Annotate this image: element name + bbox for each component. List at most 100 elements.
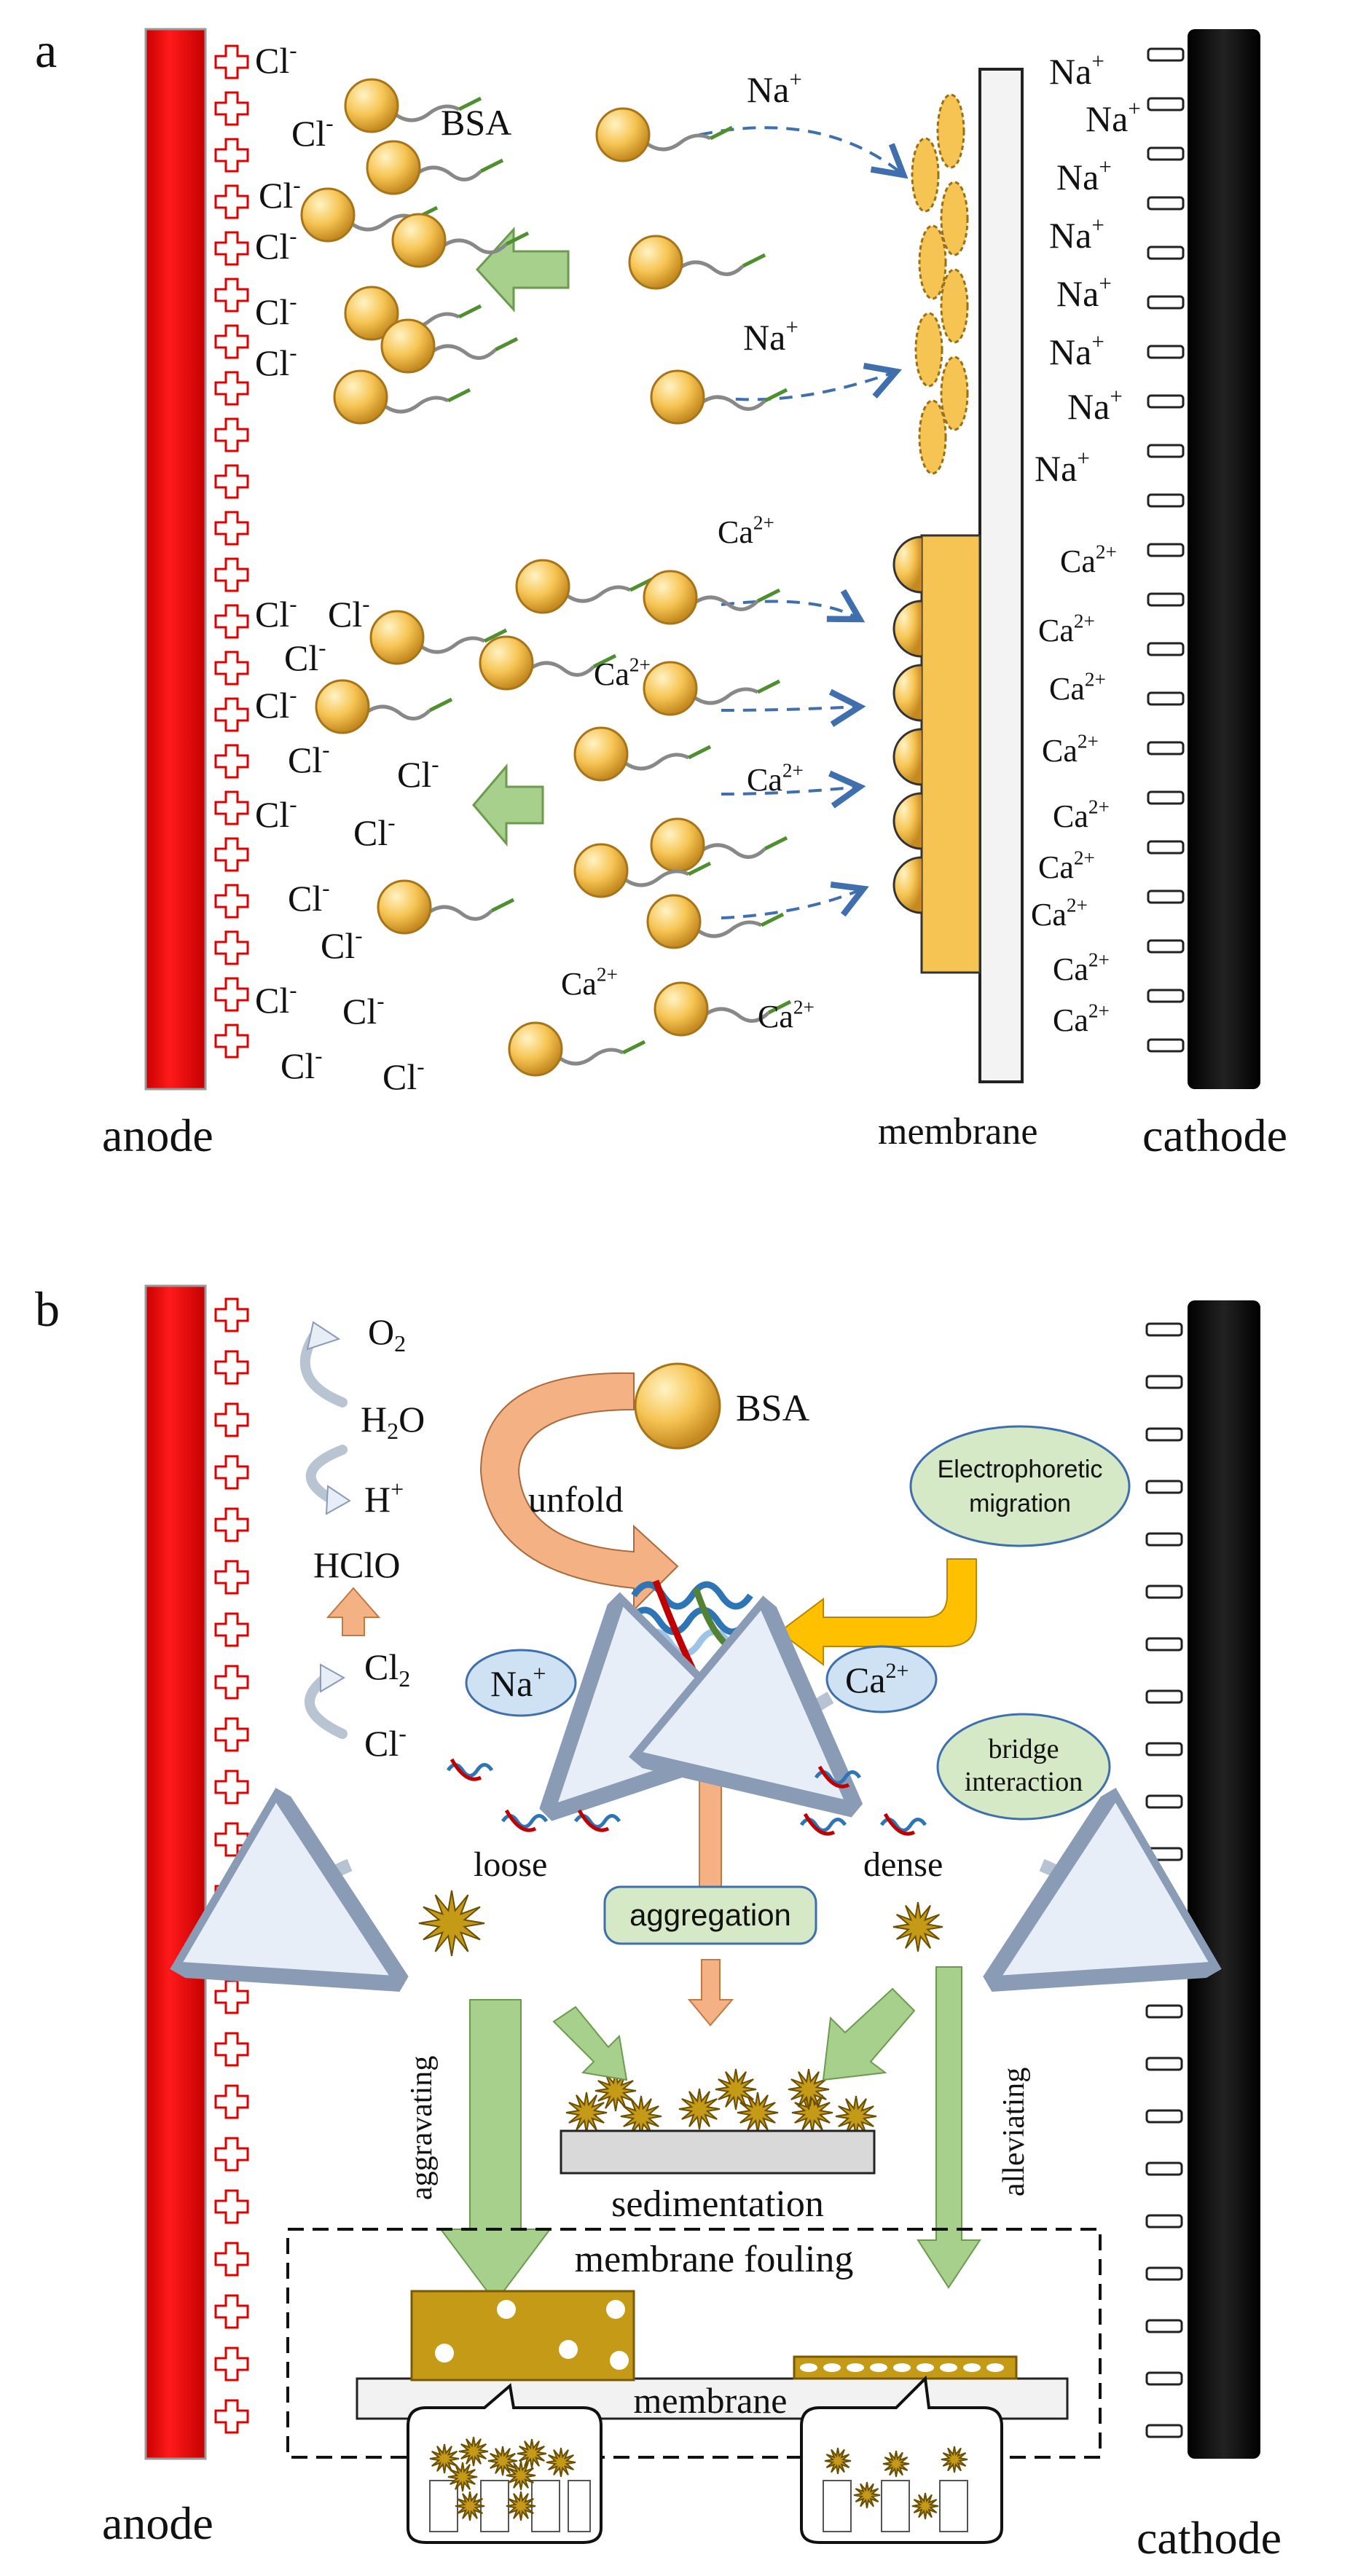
- bsa-tail-tip: [764, 388, 788, 403]
- bsa-ball: [508, 1021, 563, 1077]
- ion-label: Ca2+: [1031, 895, 1088, 932]
- bsa-ball: [344, 78, 399, 133]
- plus-charge-icon: [214, 2137, 249, 2172]
- loose-label: loose: [474, 1845, 547, 1884]
- minus-charge-icon: [1147, 642, 1185, 656]
- pore: [917, 2363, 934, 2372]
- sedimentation-label: sedimentation: [611, 2183, 824, 2225]
- o2-label: O2: [368, 1311, 406, 1356]
- aggregation-label: aggregation: [629, 1898, 791, 1932]
- dashed-arrow-1: [699, 126, 908, 179]
- dashed-arrow-6: [721, 881, 869, 919]
- ion-label: Ca2+: [1038, 847, 1095, 885]
- aggregate-star: [892, 1901, 943, 1952]
- aggravating-arrow: [439, 1999, 552, 2304]
- minus-charge-icon: [1145, 1322, 1183, 1337]
- ion-label: Ca2+: [758, 997, 815, 1034]
- ion-label: Ca2+: [1042, 731, 1099, 769]
- bsa-label-b: BSA: [736, 1388, 810, 1429]
- callout-star: [455, 2491, 485, 2521]
- ion-label: Cl-: [288, 875, 330, 919]
- foulant-bump: [892, 856, 922, 914]
- protein-cluster: [504, 1809, 537, 1832]
- plus-charge-icon: [214, 2294, 249, 2329]
- cl2-arrowhead: [320, 1663, 345, 1693]
- bsa-tail-tip: [479, 158, 504, 173]
- bsa-ball: [628, 235, 683, 290]
- interaction-label: interaction: [965, 1767, 1083, 1797]
- ion-label: Na+: [1086, 95, 1141, 139]
- ion-label: Ca2+: [561, 964, 618, 1002]
- pore: [986, 2363, 1004, 2372]
- membrane-fouling-label: membrane fouling: [575, 2239, 854, 2280]
- bsa-ball: [300, 187, 356, 243]
- minus-charge-icon: [1145, 1375, 1183, 1389]
- bsa-tail: [621, 869, 690, 887]
- pore: [800, 2363, 817, 2372]
- minus-charge-icon: [1145, 2109, 1183, 2124]
- plus-charge-icon: [214, 278, 249, 313]
- plus-charge-icon: [214, 1927, 249, 1962]
- plus-charge-icon: [214, 1455, 249, 1490]
- ion-label: Cl-: [255, 791, 297, 835]
- ion-label: Cl-: [284, 635, 326, 678]
- plus-charge-icon: [214, 1717, 249, 1752]
- minus-charge-icon: [1147, 246, 1185, 260]
- minus-charge-icon: [1145, 2319, 1183, 2333]
- plus-charge-icon: [214, 464, 249, 499]
- bsa-label-a: BSA: [441, 102, 511, 143]
- bsa-ball: [650, 369, 705, 425]
- bsa-tail: [392, 104, 460, 122]
- panel-b: b O2 H2O H+ HClO Cl2 Cl- BSA unfold Elec…: [35, 1281, 1282, 2564]
- panel-a-letter: a: [35, 23, 57, 78]
- electrophoretic-label: Electrophoretic: [938, 1456, 1103, 1483]
- ion-label: Ca2+: [747, 760, 804, 798]
- plus-charge-icon: [214, 1979, 249, 2014]
- bsa-tail: [527, 661, 595, 677]
- ion-label: Na+: [1056, 154, 1112, 197]
- callout-star: [882, 2450, 910, 2478]
- minus-charge-icon: [1147, 592, 1185, 607]
- callout-star: [941, 2446, 968, 2473]
- plus-charge-icon: [214, 2189, 249, 2224]
- bsa-ball: [391, 213, 447, 268]
- plus-charge-icon: [214, 1297, 249, 1332]
- plus-charge-icon: [214, 697, 249, 732]
- dashed-arrow-2: [713, 362, 902, 401]
- plus-charge-icon: [214, 1350, 249, 1385]
- protein-aggregate-clusters: [446, 1758, 927, 1836]
- pore: [963, 2363, 981, 2372]
- plus-charge-icon: [214, 231, 249, 266]
- foulant-bump: [892, 728, 922, 786]
- plus-charge-icon: [214, 324, 249, 359]
- bsa-tail-tip: [756, 679, 781, 694]
- bsa-tail: [702, 1007, 770, 1023]
- foulant-flake: [940, 268, 969, 344]
- plus-charge-icon: [214, 2347, 249, 2381]
- callout-star: [487, 2446, 518, 2476]
- plus-charge-icon: [214, 884, 249, 919]
- bsa-tail: [698, 843, 766, 859]
- membrane-label-a: membrane: [878, 1111, 1037, 1152]
- minus-charge-icon: [1145, 2424, 1183, 2438]
- bsa-ball: [595, 107, 651, 162]
- foulant-bump: [892, 600, 922, 658]
- bsa-tail-tip: [687, 861, 712, 876]
- bsa-tail: [348, 213, 417, 232]
- minus-charge-icon: [1147, 790, 1185, 805]
- pore: [893, 2363, 911, 2372]
- ion-label: Na+: [1056, 270, 1112, 314]
- sedimentation-arrow-left: [552, 2006, 628, 2081]
- aggravating-label: aggravating: [405, 2056, 439, 2200]
- bsa-tail-tip: [505, 231, 530, 246]
- migration-label: migration: [969, 1490, 1071, 1517]
- foulant-flake: [914, 312, 943, 388]
- callout-star: [546, 2447, 576, 2478]
- bsa-tail: [691, 595, 759, 611]
- minus-charge-icon: [1147, 840, 1185, 855]
- cathode-electrode-b: [1188, 1300, 1260, 2459]
- ion-label: Cl-: [255, 223, 297, 267]
- cathode-label-a: cathode: [1142, 1110, 1287, 1161]
- hplus-arrowhead: [325, 1485, 351, 1515]
- cathode-label-b: cathode: [1137, 2512, 1282, 2564]
